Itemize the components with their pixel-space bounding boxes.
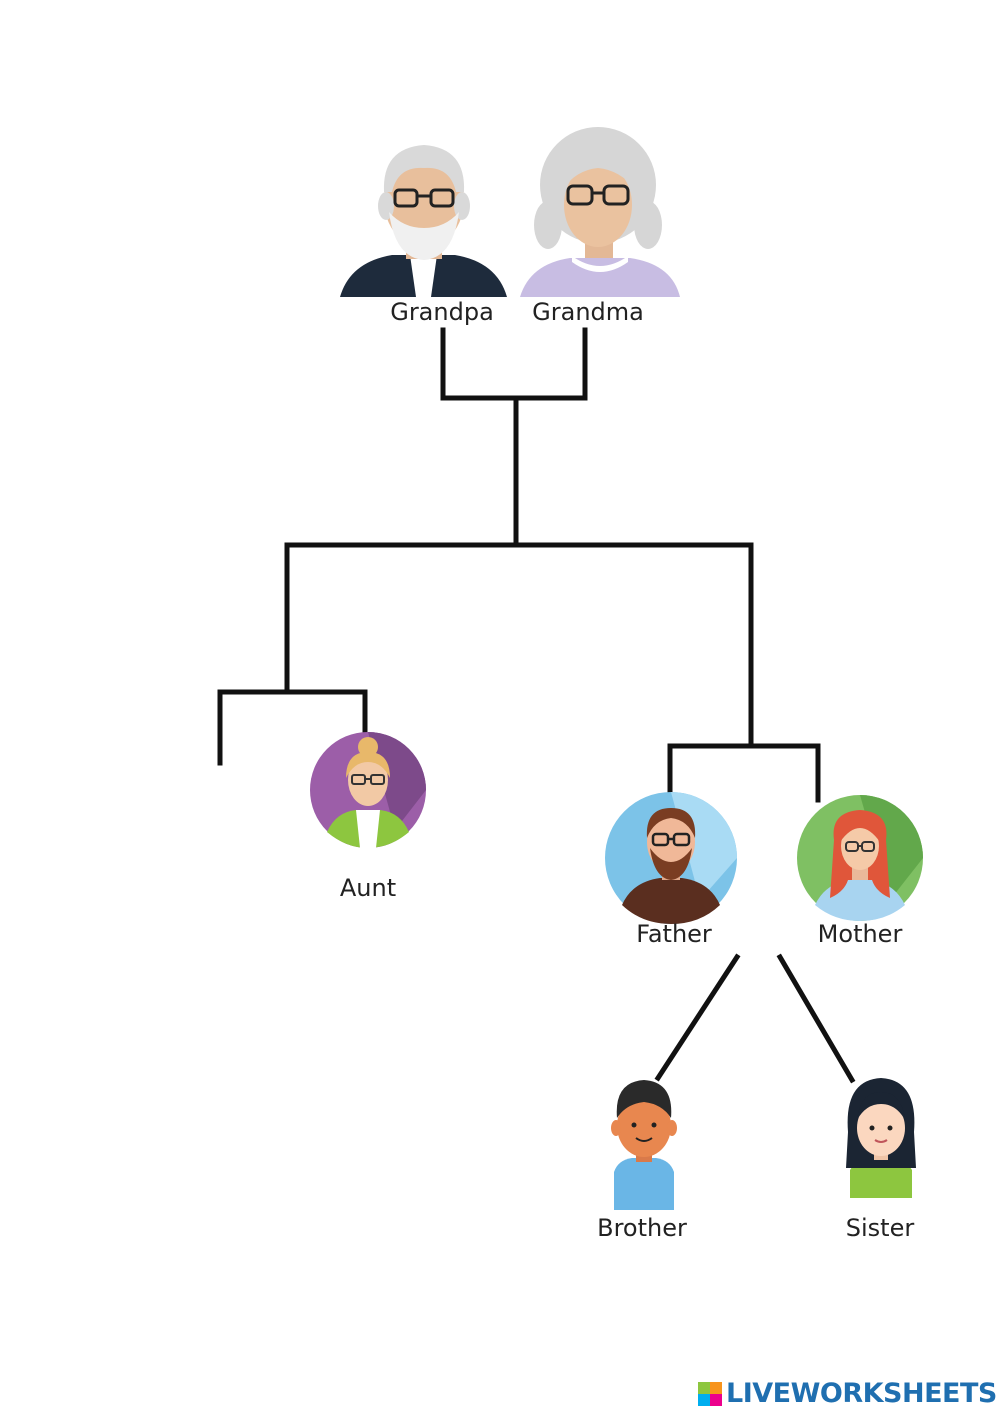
grandpa-avatar — [340, 145, 507, 297]
parents-couple-connector — [667, 743, 821, 803]
mother-label: Mother — [817, 920, 903, 948]
aunt-avatar — [310, 732, 426, 848]
father-label: Father — [636, 920, 712, 948]
sister-link — [776, 953, 856, 1084]
sister-avatar — [846, 1078, 916, 1198]
brother-link — [654, 953, 741, 1082]
grandpa-label: Grandpa — [390, 298, 494, 326]
aunt-couple-connector — [217, 689, 368, 766]
sister-label: Sister — [845, 1214, 915, 1242]
grandma-avatar — [520, 127, 680, 297]
mother-avatar — [797, 795, 923, 921]
brand-name: LIVEWORKSHEETS — [726, 1378, 997, 1409]
tree-connectors — [217, 327, 856, 1084]
grandma-label: Grandma — [532, 298, 644, 326]
father-avatar — [605, 792, 737, 924]
aunt-label: Aunt — [339, 874, 397, 902]
liveworksheets-brand: LIVEWORKSHEETS — [698, 1378, 997, 1409]
liveworksheets-logo-icon — [698, 1381, 722, 1406]
brother-avatar — [611, 1080, 677, 1210]
brother-label: Brother — [597, 1214, 687, 1242]
grandparents-connector — [440, 327, 588, 401]
